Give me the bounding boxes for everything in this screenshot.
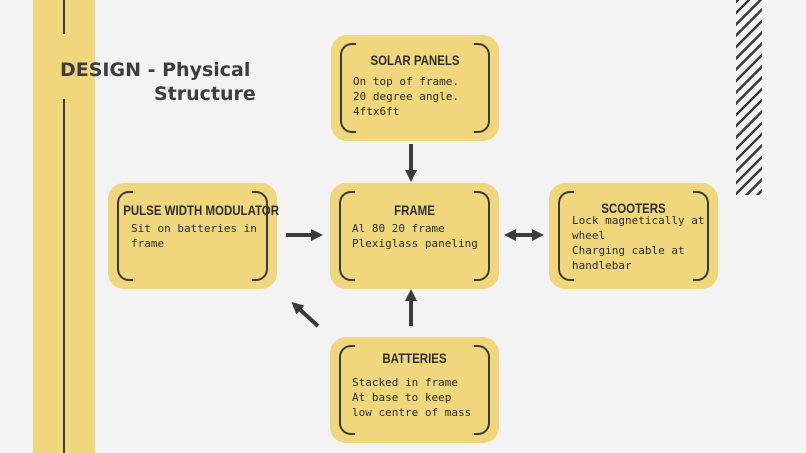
slide-title-line2: Structure — [154, 83, 256, 105]
hatch-decoration — [736, 0, 762, 195]
node-frame-title: FRAME — [394, 202, 435, 218]
node-scooters-title: SCOOTERS — [601, 200, 666, 216]
node-solar-panels-title: SOLAR PANELS — [370, 52, 460, 68]
node-scooters-text: Lock magnetically at wheel Charging cabl… — [572, 214, 705, 272]
slide-title-line1: DESIGN - Physical — [60, 59, 251, 81]
node-pulse-width-modulator: PULSE WIDTH MODULATOR Sit on batteries i… — [108, 183, 280, 289]
node-solar-panels: SOLAR PANELS On top of frame. 20 degree … — [331, 35, 499, 141]
slide-title: DESIGN - Physical Structure — [60, 58, 256, 106]
node-batteries: BATTERIES Stacked in frame At base to ke… — [330, 337, 499, 443]
node-batteries-text: Stacked in frame At base to keep low cen… — [352, 376, 472, 419]
band-line-bottom — [63, 99, 65, 453]
node-frame-text: Al 80 20 frame Plexiglass paneling — [352, 222, 478, 250]
band-line-top — [63, 0, 65, 34]
node-frame: FRAME Al 80 20 frame Plexiglass paneling — [330, 183, 499, 289]
node-batteries-title: BATTERIES — [382, 350, 447, 366]
node-pulse-width-modulator-text: Sit on batteries in frame — [131, 222, 257, 250]
node-scooters: SCOOTERS Lock magnetically at wheel Char… — [549, 183, 718, 289]
node-pulse-width-modulator-title: PULSE WIDTH MODULATOR — [123, 202, 280, 218]
arrow-batteries-to-pwm — [291, 301, 320, 328]
node-solar-panels-text: On top of frame. 20 degree angle. 4ftx6f… — [353, 75, 459, 118]
